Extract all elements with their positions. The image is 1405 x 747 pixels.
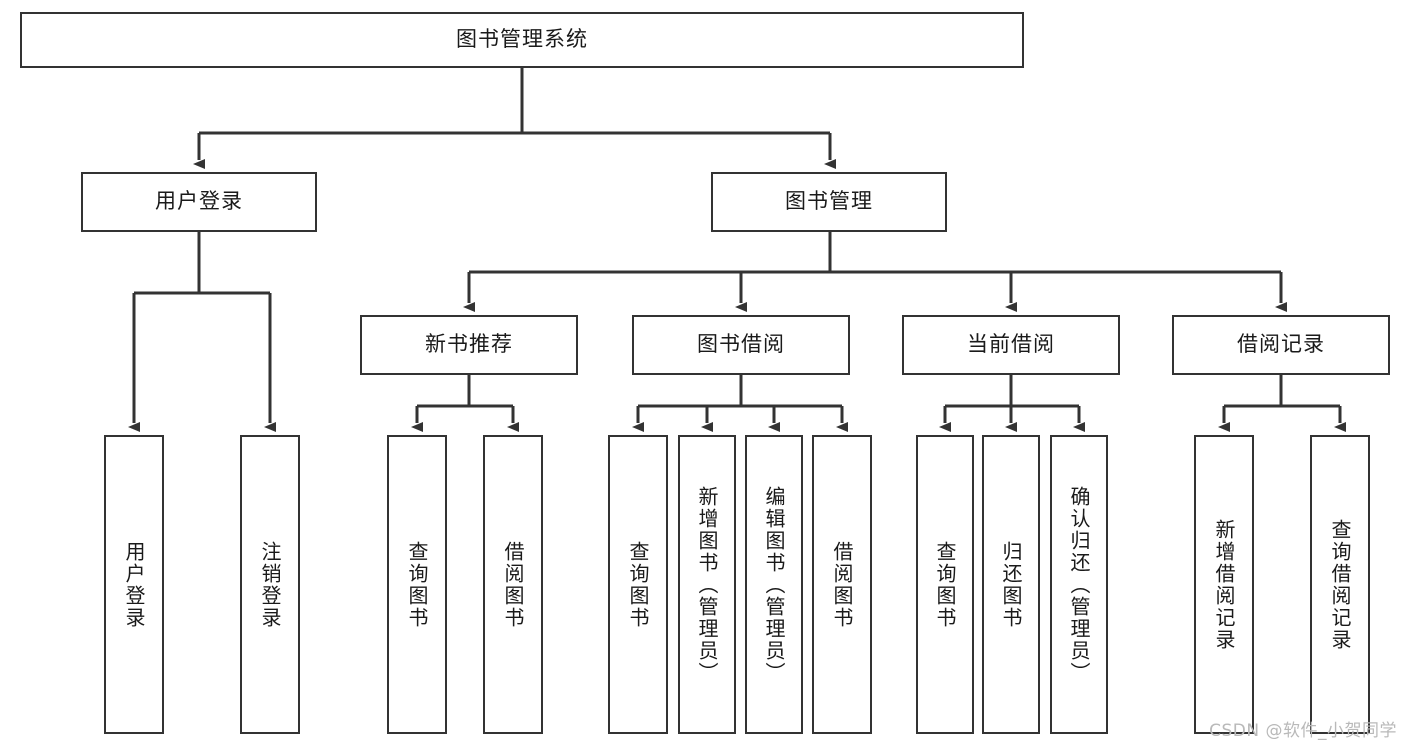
node-user-login-label: 用户登录 (155, 189, 243, 214)
node-leaf-user-logout-label: 注销登录 (258, 540, 282, 629)
node-borrow-record-label: 借阅记录 (1237, 332, 1325, 357)
node-leaf-query-borrow-record[interactable]: 查询借阅记录 (1310, 435, 1370, 734)
node-book-manage[interactable]: 图书管理 (711, 172, 947, 232)
node-leaf-query-book-1[interactable]: 查询图书 (387, 435, 447, 734)
node-leaf-borrow-book-1-label: 借阅图书 (501, 540, 525, 629)
node-leaf-query-borrow-record-label: 查询借阅记录 (1328, 518, 1352, 651)
node-leaf-user-logout[interactable]: 注销登录 (240, 435, 300, 734)
node-leaf-user-login-label: 用户登录 (122, 540, 146, 629)
node-leaf-add-book[interactable]: 新增图书（管理员） (678, 435, 736, 734)
node-leaf-query-book-3[interactable]: 查询图书 (916, 435, 974, 734)
node-leaf-return-book-label: 归还图书 (999, 540, 1023, 629)
node-root-label: 图书管理系统 (456, 27, 588, 52)
node-leaf-confirm-return[interactable]: 确认归还（管理员） (1050, 435, 1108, 734)
node-user-login[interactable]: 用户登录 (81, 172, 317, 232)
node-leaf-edit-book[interactable]: 编辑图书（管理员） (745, 435, 803, 734)
node-leaf-borrow-book-1[interactable]: 借阅图书 (483, 435, 543, 734)
node-book-borrow[interactable]: 图书借阅 (632, 315, 850, 375)
node-leaf-user-login[interactable]: 用户登录 (104, 435, 164, 734)
node-leaf-add-borrow-record-label: 新增借阅记录 (1212, 518, 1236, 651)
node-borrow-record[interactable]: 借阅记录 (1172, 315, 1390, 375)
node-leaf-borrow-book-2-label: 借阅图书 (830, 540, 854, 629)
node-leaf-return-book[interactable]: 归还图书 (982, 435, 1040, 734)
node-leaf-borrow-book-2[interactable]: 借阅图书 (812, 435, 872, 734)
node-new-book-recommend-label: 新书推荐 (425, 332, 513, 357)
node-new-book-recommend[interactable]: 新书推荐 (360, 315, 578, 375)
node-leaf-edit-book-label: 编辑图书（管理员） (762, 485, 786, 684)
node-root[interactable]: 图书管理系统 (20, 12, 1024, 68)
node-book-manage-label: 图书管理 (785, 189, 873, 214)
node-leaf-query-book-1-label: 查询图书 (405, 540, 429, 629)
node-leaf-query-book-3-label: 查询图书 (933, 540, 957, 629)
node-leaf-add-book-label: 新增图书（管理员） (695, 485, 719, 684)
node-leaf-confirm-return-label: 确认归还（管理员） (1067, 485, 1091, 684)
node-current-borrow-label: 当前借阅 (967, 332, 1055, 357)
node-leaf-query-book-2-label: 查询图书 (626, 540, 650, 629)
node-current-borrow[interactable]: 当前借阅 (902, 315, 1120, 375)
node-leaf-add-borrow-record[interactable]: 新增借阅记录 (1194, 435, 1254, 734)
node-leaf-query-book-2[interactable]: 查询图书 (608, 435, 668, 734)
node-book-borrow-label: 图书借阅 (697, 332, 785, 357)
